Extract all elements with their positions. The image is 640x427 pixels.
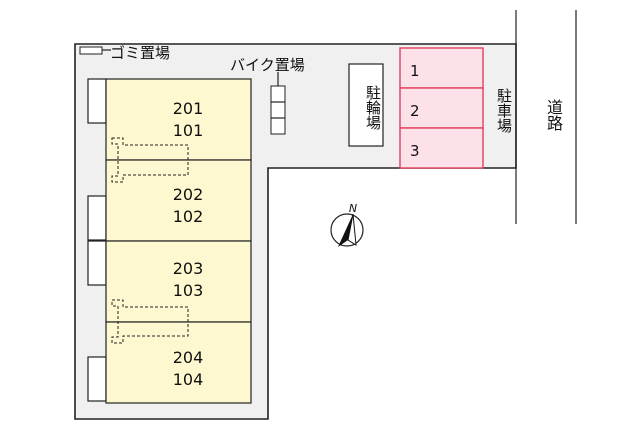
parking-space-number: 2 (410, 102, 420, 120)
balcony-2 (87, 195, 107, 241)
parking-space-number: 1 (410, 62, 420, 80)
bicycle-parking-label: 駐輪場 (364, 84, 382, 130)
unit-block-2 (105, 159, 252, 242)
unit-upper-number: 202 (173, 185, 204, 204)
parking-space-1 (399, 47, 484, 89)
balcony-4 (87, 356, 107, 402)
compass-needle-outline (347, 213, 357, 246)
garbage-area-label: ゴミ置場 (110, 44, 170, 62)
unit-lower-number: 103 (173, 281, 204, 300)
balcony-1 (87, 78, 107, 124)
garbage-area-icon (79, 46, 103, 55)
unit-lower-number: 104 (173, 370, 204, 389)
bike-stand-icon (270, 85, 286, 135)
unit-lower-number: 102 (173, 207, 204, 226)
stair-outline-bottom (111, 299, 189, 344)
balcony-3 (87, 240, 107, 286)
unit-upper-number: 201 (173, 99, 204, 118)
unit-lower-number: 101 (173, 121, 204, 140)
unit-block-1 (105, 78, 252, 161)
compass-needle-icon (338, 214, 353, 247)
parking-space-3 (399, 127, 484, 169)
car-parking-label: 駐車場 (495, 87, 513, 133)
bike-area-label: バイク置場 (230, 56, 305, 74)
road-label: 道路 (544, 99, 563, 131)
unit-upper-number: 204 (173, 348, 204, 367)
bicycle-parking-box (348, 63, 384, 147)
unit-upper-number: 203 (173, 259, 204, 278)
compass-north-label: N (349, 202, 357, 215)
parking-space-number: 3 (410, 142, 420, 160)
stair-outline-top (111, 137, 189, 183)
parking-space-2 (399, 87, 484, 129)
